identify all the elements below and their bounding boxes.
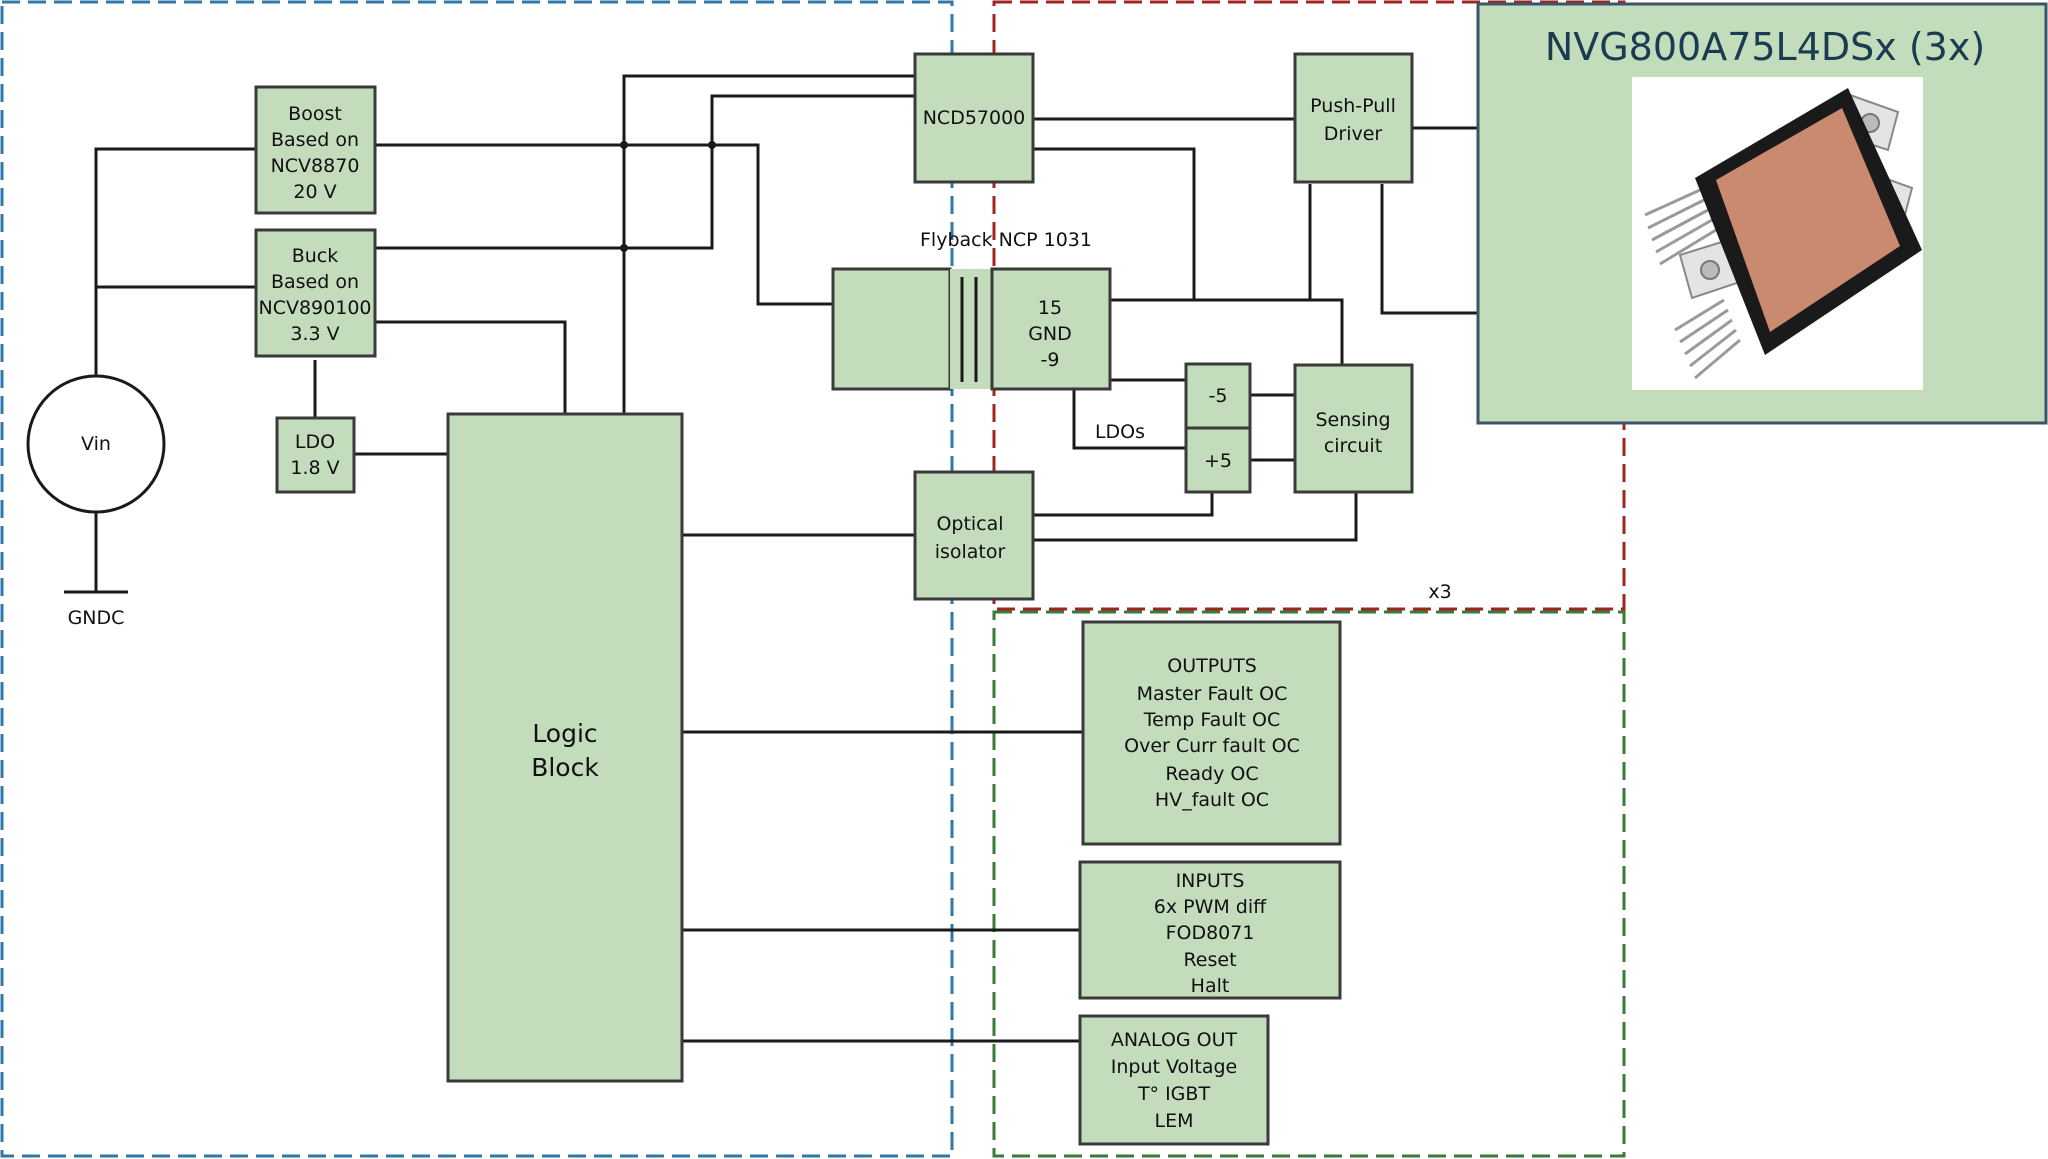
ldo-plus5-label: +5 xyxy=(1204,450,1232,472)
push-pull-line-1: Push-Pull xyxy=(1310,95,1396,117)
boost-line-3: NCV8870 xyxy=(271,155,360,177)
power-module-title: NVG800A75L4DSx (3x) xyxy=(1545,25,1985,69)
outputs-line-4: Over Curr fault OC xyxy=(1124,735,1300,757)
analog-line-3: T° IGBT xyxy=(1137,1083,1211,1105)
ldo-line-2: 1.8 V xyxy=(290,457,339,479)
outputs-line-5: Ready OC xyxy=(1165,763,1258,785)
flyback-title: Flyback NCP 1031 xyxy=(920,229,1092,251)
analog-line-1: ANALOG OUT xyxy=(1111,1029,1238,1051)
inputs-line-1: INPUTS xyxy=(1176,870,1245,892)
outputs-line-2: Master Fault OC xyxy=(1137,683,1288,705)
ldo-line-1: LDO xyxy=(295,431,335,453)
sensing-line-2: circuit xyxy=(1324,435,1382,457)
optical-line-1: Optical xyxy=(936,513,1003,535)
logic-line-1: Logic xyxy=(532,719,597,748)
logic-line-2: Block xyxy=(531,753,599,782)
analog-line-4: LEM xyxy=(1155,1110,1194,1132)
inputs-line-2: 6x PWM diff xyxy=(1154,896,1267,918)
inputs-line-5: Halt xyxy=(1191,975,1230,997)
boost-line-4: 20 V xyxy=(293,181,336,203)
ldo-minus5-label: -5 xyxy=(1209,385,1228,407)
outputs-line-1: OUTPUTS xyxy=(1167,655,1257,677)
inputs-line-4: Reset xyxy=(1183,949,1236,971)
outputs-line-6: HV_fault OC xyxy=(1155,789,1269,811)
flyback-out-gnd: GND xyxy=(1028,323,1072,345)
wire-crossings xyxy=(620,141,716,252)
vin-label: Vin xyxy=(81,433,111,455)
outputs-line-3: Temp Fault OC xyxy=(1143,709,1281,731)
buck-line-1: Buck xyxy=(292,245,339,267)
buck-line-2: Based on xyxy=(271,271,359,293)
power-module-photo xyxy=(1632,77,1923,390)
x3-marker: x3 xyxy=(1428,581,1451,603)
buck-line-3: NCV890100 xyxy=(258,297,371,319)
push-pull-driver-block xyxy=(1295,54,1412,182)
ldos-label: LDOs xyxy=(1095,421,1145,443)
optical-isolator-block xyxy=(915,472,1033,599)
boost-line-1: Boost xyxy=(288,103,342,125)
optical-line-2: isolator xyxy=(935,541,1006,563)
boost-line-2: Based on xyxy=(271,129,359,151)
analog-line-2: Input Voltage xyxy=(1111,1056,1238,1078)
inputs-line-3: FOD8071 xyxy=(1166,922,1255,944)
buck-line-4: 3.3 V xyxy=(290,323,339,345)
ldo-block xyxy=(277,418,354,492)
flyback-out-minus9: -9 xyxy=(1041,349,1060,371)
push-pull-line-2: Driver xyxy=(1324,123,1383,145)
ncd57000-label: NCD57000 xyxy=(923,107,1026,129)
flyback-primary-block xyxy=(833,269,950,389)
gndc-label: GNDC xyxy=(68,607,125,629)
flyback-transformer-core xyxy=(950,269,992,389)
sensing-line-1: Sensing xyxy=(1315,409,1390,431)
flyback-out-15: 15 xyxy=(1038,297,1062,319)
